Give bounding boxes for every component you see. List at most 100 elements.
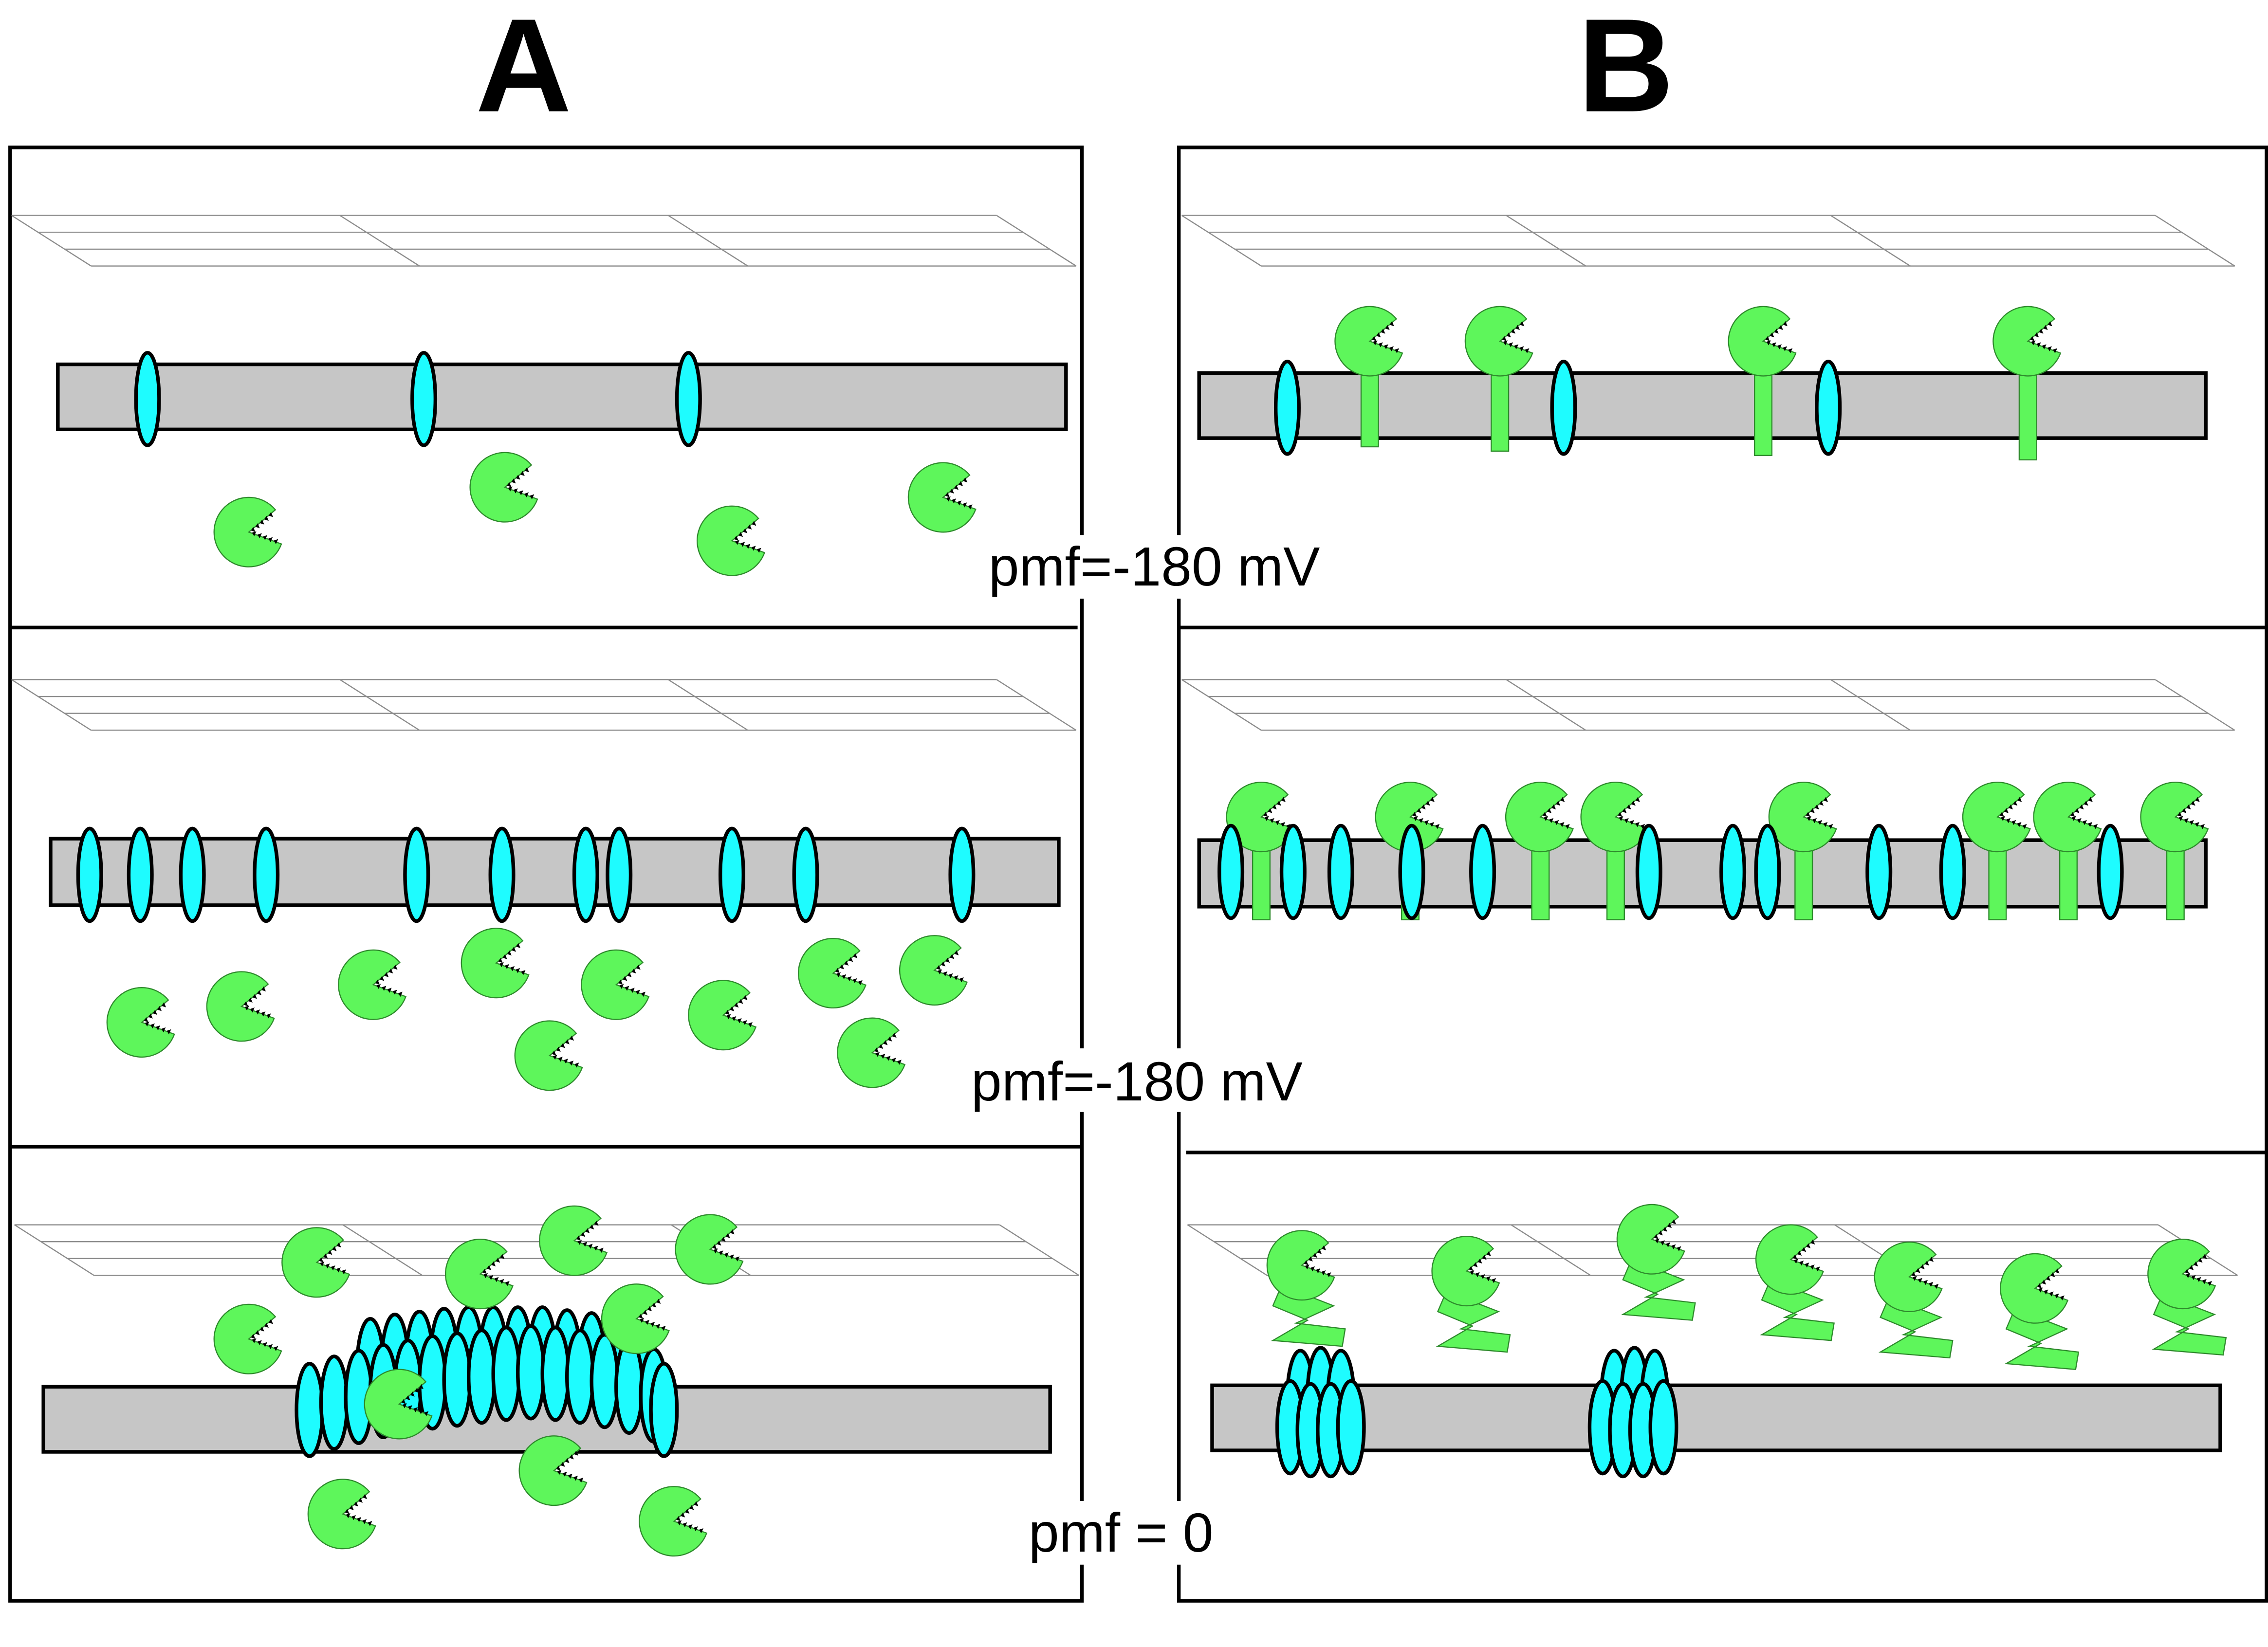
channel-icon <box>606 826 633 923</box>
channel-icon <box>718 826 745 923</box>
folded-protein-icon <box>1616 1204 1696 1321</box>
protein-icon <box>281 1227 350 1298</box>
panel-a-frame <box>8 146 1084 1603</box>
channel-icon <box>442 1331 472 1428</box>
channel-icon <box>1217 824 1245 920</box>
protein-icon <box>106 987 175 1058</box>
channel-icon <box>1939 824 1966 920</box>
protein-icon <box>1616 1204 1685 1275</box>
grid-lines <box>1181 215 2235 267</box>
grid-sheet <box>1181 679 2235 731</box>
anchored-protein-icon <box>1728 306 1797 456</box>
grid-sheet <box>11 215 1077 267</box>
protein-icon <box>688 980 757 1051</box>
protein-icon <box>444 1239 514 1310</box>
channel-icon <box>649 1362 679 1458</box>
anchored-protein-icon <box>1962 782 2031 920</box>
folded-protein-icon <box>1266 1230 1346 1347</box>
free-protein-group <box>106 928 968 1091</box>
channel-icon <box>319 1354 349 1451</box>
channel-icon <box>1279 824 1307 920</box>
protein-icon <box>213 1303 282 1374</box>
channel-icon <box>403 826 430 923</box>
channel-stack <box>1275 1346 1366 1479</box>
protein-icon <box>1431 1236 1500 1307</box>
channel-icon <box>466 1328 497 1425</box>
channel-icon <box>948 826 976 923</box>
grid-sheet <box>1181 215 2235 267</box>
channel-icon <box>516 1324 546 1421</box>
protein-icon <box>364 1369 433 1440</box>
channel-icon <box>1719 824 1747 920</box>
panel-b-top-section <box>1181 215 2235 460</box>
channel-group <box>76 826 976 923</box>
protein-icon <box>213 496 282 567</box>
protein-icon <box>837 1017 906 1088</box>
protein-icon <box>1505 782 1574 853</box>
anchored-protein-icon <box>1768 782 1837 920</box>
channel-group <box>134 351 702 447</box>
grid-sheet <box>11 679 1077 731</box>
heading-b: B <box>1578 0 1674 140</box>
anchored-protein-icon <box>1226 782 1295 920</box>
protein-icon <box>307 1479 376 1550</box>
anchored-protein-icon <box>1992 306 2062 460</box>
grid-sheet <box>1187 1224 2238 1276</box>
protein-icon <box>1375 782 1444 853</box>
protein-icon <box>1755 1224 1825 1295</box>
protein-icon <box>581 949 650 1020</box>
protein-icon <box>1580 782 1649 853</box>
panel-b-frame <box>1177 146 2268 1603</box>
channel-icon <box>491 1325 521 1422</box>
channel-icon <box>540 1325 571 1422</box>
folded-protein-icon <box>2000 1253 2080 1370</box>
channel-stack <box>1587 1346 1678 1479</box>
protein-icon <box>907 462 977 533</box>
channel-icon <box>590 1333 620 1429</box>
panel-b-bottom-section <box>1187 1204 2238 1479</box>
panel-a-middle-section <box>11 679 1077 1091</box>
free-protein-group <box>213 1205 744 1557</box>
channel-icon <box>1648 1379 1678 1476</box>
folded-protein-icon <box>1874 1241 1954 1359</box>
protein-icon <box>601 1283 670 1354</box>
anchored-protein-icon <box>1334 306 1403 448</box>
channel-icon <box>253 826 280 923</box>
folded-protein-icon <box>1755 1224 1835 1341</box>
protein-icon <box>461 928 530 999</box>
folded-protein-icon <box>1431 1236 1511 1353</box>
panel-a-top-section <box>11 215 1077 576</box>
protein-icon <box>2033 782 2102 853</box>
protein-icon <box>469 452 538 523</box>
protein-icon <box>2000 1253 2069 1324</box>
channel-icon <box>565 1328 595 1425</box>
grid-lines <box>11 215 1077 267</box>
grid-lines <box>1187 1224 2238 1276</box>
channel-icon <box>1550 359 1577 456</box>
label-backdrop <box>977 535 1328 599</box>
channel-icon <box>488 826 516 923</box>
protein-icon <box>206 971 275 1042</box>
channel-icon <box>1635 824 1662 920</box>
channel-icon <box>179 826 206 923</box>
panel-a-bottom-section <box>14 1205 1080 1557</box>
channel-icon <box>76 826 103 923</box>
channel-icon <box>675 351 702 447</box>
label-backdrop <box>958 1048 1310 1112</box>
grid-lines <box>1181 679 2235 731</box>
protein-icon <box>1226 782 1295 853</box>
anchored-protein-icon <box>2140 782 2209 920</box>
channel-icon <box>1815 359 1842 456</box>
pmf-label-top: pmf=-180 mV <box>989 536 1320 597</box>
protein-icon <box>899 935 968 1006</box>
protein-icon <box>797 938 867 1008</box>
channel-icon <box>410 351 438 447</box>
protein-icon <box>1728 306 1797 377</box>
channel-icon <box>1273 359 1301 456</box>
channel-icon <box>127 826 154 923</box>
channel-icon <box>614 1338 644 1435</box>
protein-icon <box>518 1435 588 1506</box>
membrane <box>1210 1383 2222 1452</box>
protein-icon <box>1874 1241 1943 1312</box>
protein-icon <box>514 1020 583 1091</box>
